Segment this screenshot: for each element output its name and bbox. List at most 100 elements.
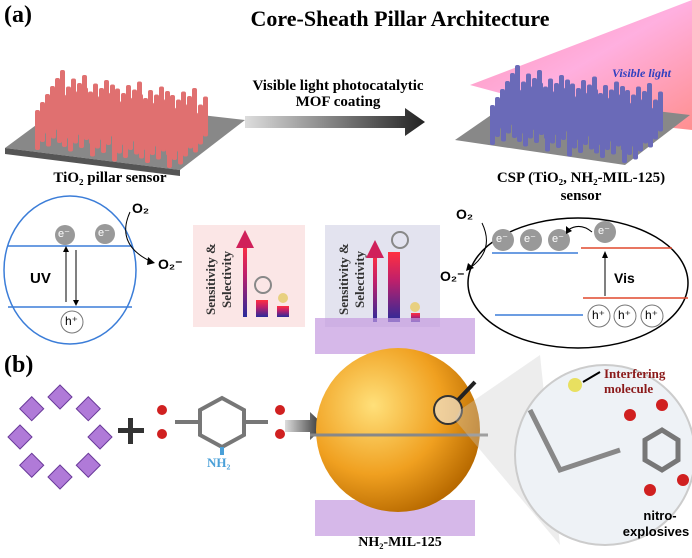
pillar (605, 110, 610, 150)
pillar (117, 113, 122, 154)
pillar (633, 119, 638, 160)
pillar (517, 102, 522, 142)
pillar (648, 107, 653, 148)
pillar (95, 108, 100, 149)
pillar (112, 121, 117, 162)
pillar (658, 91, 663, 132)
ti-octahedron (47, 384, 73, 410)
pillar (161, 111, 166, 152)
superoxide-label: O₂⁻ (440, 268, 465, 284)
electron-icon (95, 224, 115, 244)
pillar (68, 111, 73, 152)
electron-label: e⁻ (552, 233, 564, 245)
pillar (62, 107, 67, 147)
hole-icon (587, 304, 611, 328)
pillar (600, 118, 605, 158)
csp-band-diagram (466, 217, 689, 349)
pillar (167, 128, 172, 168)
pillar (534, 103, 539, 143)
pillar (611, 114, 616, 155)
nitro-line2: explosives (622, 524, 690, 539)
csp-selectivity-chart (325, 225, 440, 327)
pillar (490, 105, 495, 145)
hole-label: h⁺ (592, 308, 606, 322)
ti-octahedron (87, 424, 113, 450)
pillar (583, 105, 588, 145)
interfering-label: Interfering molecule (604, 366, 666, 396)
nh2-label: NH₂ (207, 455, 231, 470)
pillar (528, 98, 533, 139)
sensitivity-label: Sensitivity & Selectivity (203, 243, 234, 315)
arrow-text-line1: Visible light photocatalytic (252, 78, 424, 94)
ti-octahedron (19, 452, 45, 478)
pillar (106, 105, 111, 145)
pillar (567, 116, 572, 157)
pillar (627, 115, 632, 155)
pillar (198, 104, 203, 145)
electron-icon (55, 225, 75, 245)
pillar (35, 110, 40, 150)
pillar (46, 106, 51, 147)
pillar (145, 123, 150, 163)
pillar (501, 101, 506, 142)
pillar (539, 95, 544, 135)
ti-octahedron (47, 464, 73, 490)
coating-arrow (245, 108, 425, 136)
ti-octahedron (7, 424, 33, 450)
pillar (101, 113, 106, 153)
pillar (84, 100, 89, 140)
zoomed-pore-view (514, 364, 692, 546)
ti-octahedron (19, 396, 45, 422)
synthesis-arrow (285, 412, 325, 440)
vis-label: Vis (614, 270, 635, 286)
plus-sign (118, 418, 144, 444)
pillar (578, 113, 583, 153)
pillar (594, 113, 599, 154)
ti-octahedron (75, 452, 101, 478)
hole-icon (613, 304, 637, 328)
pillar (123, 118, 128, 158)
pillar (495, 97, 500, 137)
pillar (150, 115, 155, 155)
pillar (51, 98, 56, 139)
electron-label: e⁻ (98, 227, 110, 239)
uv-label: UV (30, 270, 51, 287)
o2-label: O₂ (132, 200, 150, 216)
pillar (545, 111, 550, 152)
nh2-bdc-linker (157, 395, 285, 455)
ti-octahedron (75, 396, 101, 422)
pillar (57, 103, 62, 143)
tio2-selectivity-chart (193, 225, 305, 327)
tio2-band-diagram (3, 195, 155, 345)
tio2-caption: TiO₂ pillar sensor (53, 170, 167, 186)
nitro-line1: nitro- (643, 508, 677, 523)
pillar (506, 93, 511, 134)
csp-caption-line2: sensor (560, 188, 602, 204)
pillar (40, 102, 45, 142)
pillar (653, 99, 658, 140)
pillar (90, 116, 95, 157)
pillar (561, 100, 566, 140)
pillar (128, 110, 133, 150)
pillar (589, 109, 594, 150)
pillar (134, 114, 139, 155)
pillar (178, 124, 183, 165)
tio2-pillar-image (5, 70, 245, 176)
hole-label: h⁺ (65, 314, 79, 328)
panel-a-label: (a) (4, 2, 32, 28)
pillar (73, 103, 78, 144)
pillar (616, 106, 621, 147)
pillar (550, 103, 555, 144)
pillar (556, 108, 561, 148)
mil-125-sphere (310, 318, 488, 536)
pillar (156, 119, 161, 160)
hole-icon (60, 310, 84, 334)
pillar (188, 108, 193, 149)
pillar (638, 111, 643, 152)
pillar (203, 96, 208, 137)
electron-icon (548, 229, 570, 251)
pillar (512, 98, 517, 138)
electron-label: e⁻ (524, 233, 536, 245)
electron-icon (520, 229, 542, 251)
